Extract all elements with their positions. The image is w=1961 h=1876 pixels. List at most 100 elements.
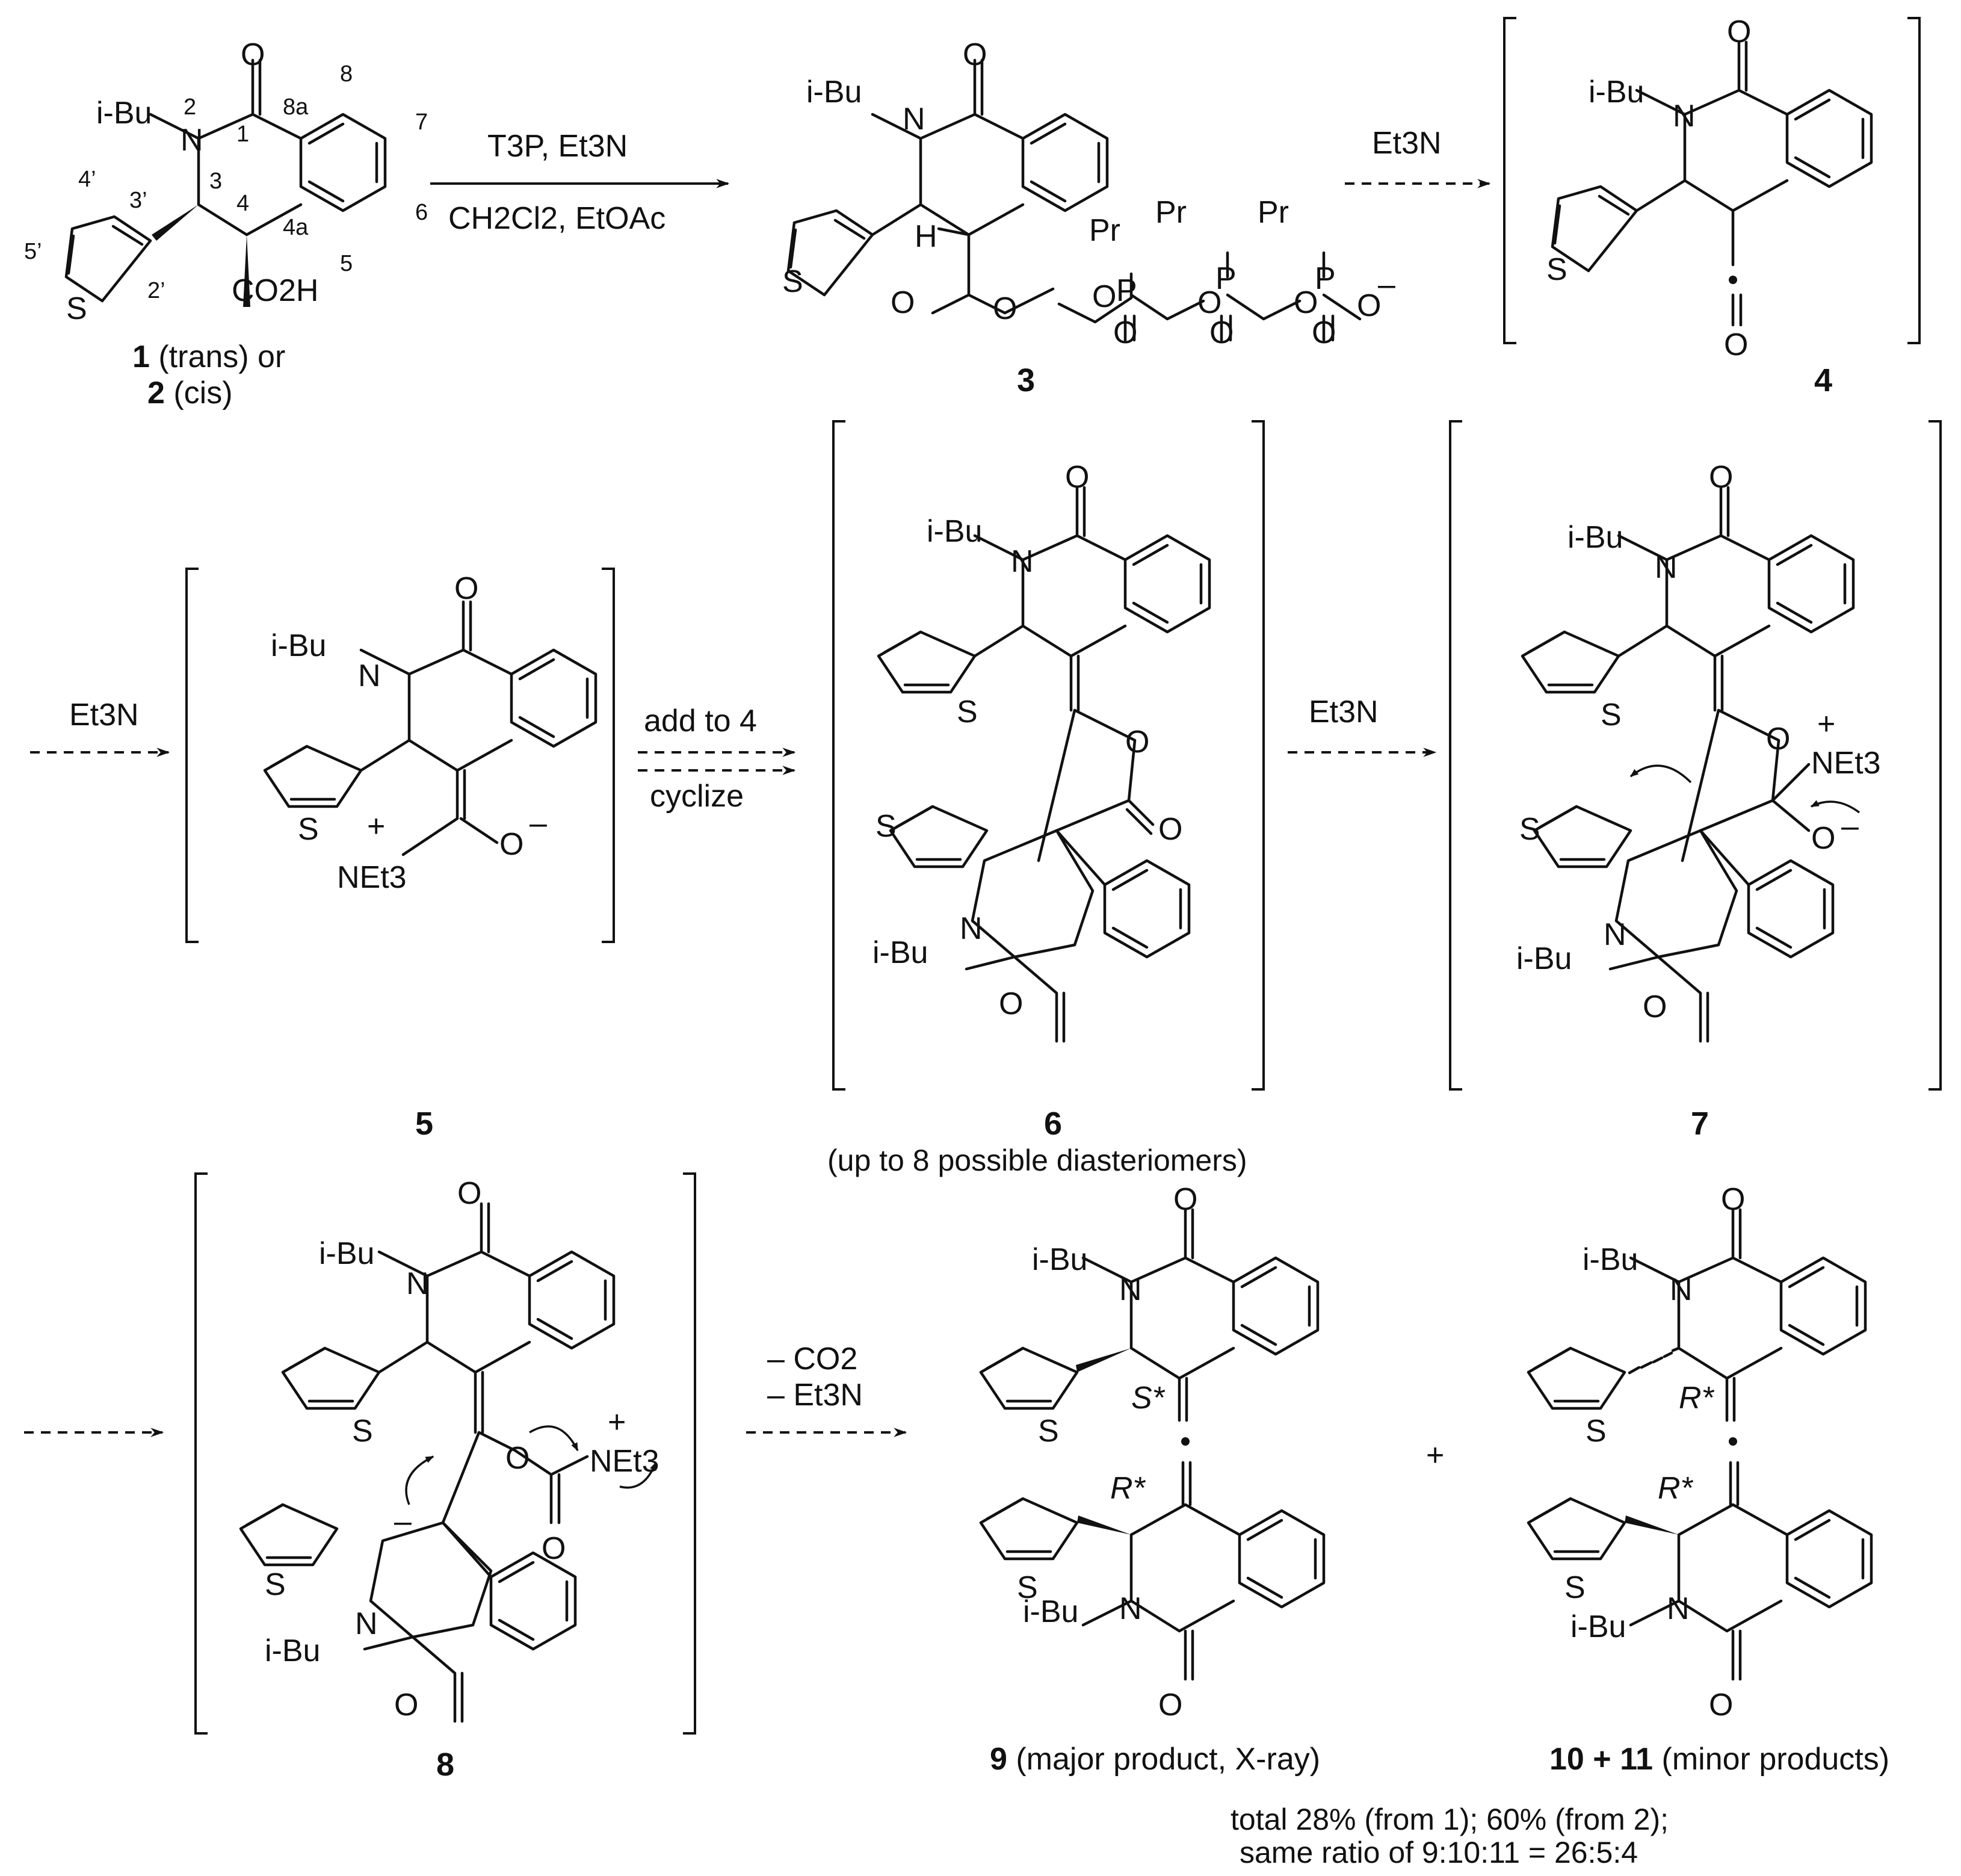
atom-o: O bbox=[241, 37, 265, 72]
atom-o: O bbox=[1125, 725, 1149, 760]
atom-o: O bbox=[999, 986, 1023, 1021]
bracket-left bbox=[832, 420, 845, 1091]
bracket-right bbox=[1929, 420, 1942, 1091]
locant: 4 bbox=[236, 191, 249, 216]
atom-net3: NEt3 bbox=[590, 1444, 659, 1479]
atom-ibu: i-Bu bbox=[1516, 941, 1572, 976]
compound-note-6: (up to 8 possible diasteriomers) bbox=[827, 1144, 1247, 1177]
compound-label-3: 3 bbox=[1017, 362, 1035, 398]
compound-4-structure bbox=[1552, 40, 1871, 327]
conditions-et3n: Et3N bbox=[69, 698, 139, 732]
atom-p: P bbox=[1315, 261, 1336, 296]
atom-o: O bbox=[1065, 460, 1089, 495]
atom-n: N bbox=[1011, 544, 1034, 579]
conditions-et3n: Et3N bbox=[1309, 695, 1379, 729]
locant: 8 bbox=[340, 61, 353, 87]
atom-s: S bbox=[265, 1567, 286, 1602]
atom-p: P bbox=[1215, 261, 1237, 296]
atom-o: O bbox=[1811, 821, 1835, 856]
atom-ibu: i-Bu bbox=[1570, 1609, 1626, 1644]
atom-ibu: i-Bu bbox=[872, 935, 928, 970]
atom-h: H bbox=[915, 219, 937, 254]
yield-summary-line1: total 28% (from 1); 60% (from 2); bbox=[1231, 1803, 1669, 1836]
charge-plus: + bbox=[367, 809, 385, 844]
charge-minus: – bbox=[530, 806, 547, 841]
atom-s: S bbox=[1017, 1570, 1038, 1605]
atom-ibu: i-Bu bbox=[806, 75, 862, 110]
compound-label-9: 9 (major product, X-ray) bbox=[990, 1742, 1320, 1777]
atom-ibu: i-Bu bbox=[1567, 520, 1623, 555]
atom-net3: NEt3 bbox=[337, 860, 407, 895]
atom-n: N bbox=[1119, 1272, 1142, 1307]
stereo-label: R* bbox=[1110, 1471, 1146, 1506]
yield-summary-line2: same ratio of 9:10:11 = 26:5:4 bbox=[1240, 1836, 1638, 1869]
conditions-co2: – CO2 bbox=[767, 1342, 857, 1376]
atom-o: O bbox=[1092, 279, 1116, 314]
compound-8-structure bbox=[241, 1202, 657, 1723]
atom-pr: Pr bbox=[1089, 213, 1120, 248]
compound-label-2: 2 (cis) bbox=[147, 376, 233, 410]
atom-ibu: i-Bu bbox=[927, 514, 982, 549]
atom-o: O bbox=[1209, 315, 1234, 350]
atom-o: O bbox=[1158, 1688, 1182, 1723]
atom-o: O bbox=[891, 285, 915, 320]
atom-o: O bbox=[1724, 327, 1748, 362]
atom-n: N bbox=[355, 1606, 378, 1641]
locant: 2’ bbox=[147, 278, 165, 303]
conditions-cyclize: cyclize bbox=[650, 779, 744, 814]
locant: 1 bbox=[236, 122, 249, 147]
compound-label-7: 7 bbox=[1691, 1106, 1709, 1142]
atom-o: O bbox=[963, 37, 987, 72]
bracket-left bbox=[185, 568, 199, 943]
atom-o: O bbox=[454, 571, 478, 606]
atom-s: S bbox=[298, 812, 319, 847]
atom-s: S bbox=[1519, 812, 1540, 847]
locant: 2 bbox=[184, 94, 196, 120]
charge-minus: – bbox=[1841, 809, 1859, 844]
atom-s: S bbox=[1546, 252, 1567, 287]
stereo-label: R* bbox=[1679, 1381, 1715, 1416]
atom-s: S bbox=[1586, 1414, 1607, 1449]
atom-s: S bbox=[66, 291, 87, 326]
compound-7-structure bbox=[1522, 486, 1861, 1043]
atom-o: O bbox=[1294, 285, 1318, 320]
atom-s: S bbox=[1564, 1570, 1586, 1605]
atom-pr: Pr bbox=[1155, 195, 1187, 230]
atom-n: N bbox=[1119, 1591, 1142, 1626]
atom-n: N bbox=[1655, 550, 1678, 585]
atom-o: O bbox=[1766, 722, 1790, 757]
atom-o: O bbox=[1709, 1688, 1733, 1723]
conditions-add: add to 4 bbox=[644, 704, 757, 738]
atom-n: N bbox=[960, 911, 983, 946]
atom-o: O bbox=[457, 1176, 481, 1211]
conditions-et3n: – Et3N bbox=[767, 1378, 863, 1413]
conditions-solvent: CH2Cl2, EtOAc bbox=[448, 201, 666, 236]
compound-10-11-structure bbox=[1528, 1208, 1871, 1681]
compound-label-5: 5 bbox=[415, 1106, 433, 1142]
compound-3-structure bbox=[788, 58, 1362, 342]
atom-n: N bbox=[1673, 99, 1696, 134]
locant: 4a bbox=[283, 215, 309, 240]
atom-o: O bbox=[1721, 1182, 1745, 1217]
bracket-left bbox=[1503, 17, 1516, 344]
conditions-t3p: T3P, Et3N bbox=[487, 129, 628, 164]
bracket-right bbox=[1907, 17, 1921, 344]
compound-label-6: 6 bbox=[1044, 1106, 1062, 1142]
compound-label-10-11: 10 + 11 (minor products) bbox=[1549, 1742, 1889, 1777]
bracket-right bbox=[1252, 420, 1265, 1091]
locant: 3 bbox=[209, 169, 222, 194]
atom-n: N bbox=[181, 123, 203, 158]
bracket-right bbox=[602, 568, 615, 943]
locant: 4’ bbox=[78, 167, 96, 192]
atom-ibu: i-Bu bbox=[96, 96, 152, 131]
atom-o: O bbox=[1357, 288, 1381, 323]
conditions-et3n: Et3N bbox=[1372, 126, 1442, 161]
atom-n: N bbox=[1604, 917, 1626, 952]
plus-sign: + bbox=[1426, 1438, 1444, 1473]
atom-ibu: i-Bu bbox=[1589, 75, 1644, 110]
atom-n: N bbox=[1670, 1272, 1693, 1307]
atom-o: O bbox=[542, 1531, 566, 1566]
compound-label-1: 1 (trans) or bbox=[132, 339, 285, 374]
atom-o: O bbox=[1643, 989, 1667, 1024]
